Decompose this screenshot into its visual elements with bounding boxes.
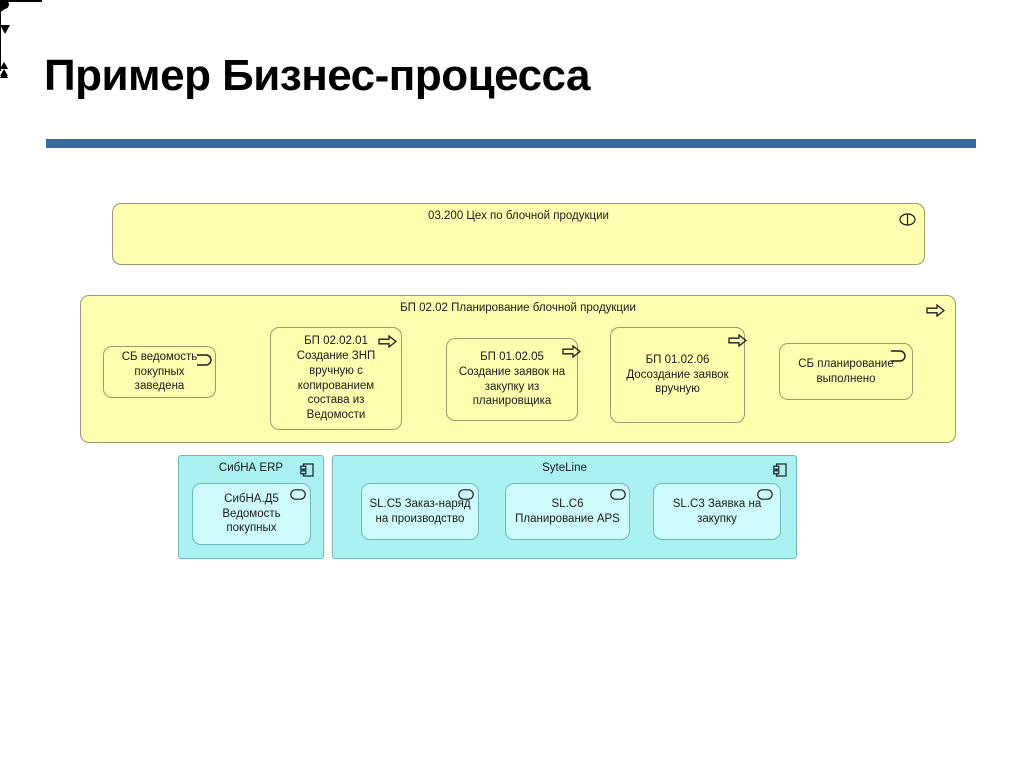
node-label: СибНА.Д5 Ведомость покупных [222, 492, 281, 535]
process-group-label: БП 02.02 Планирование блочной продукции [400, 302, 636, 314]
node-label: БП 02.02.01 Создание ЗНП вручную с копир… [296, 335, 376, 421]
page-title: Пример Бизнес-процесса [44, 51, 591, 100]
system-group-label: SyteLine [542, 462, 587, 474]
connector-flow-4 [0, 0, 24, 12]
node-event-start[interactable]: СБ ведомость покупных заведена [103, 346, 216, 398]
assignment-arrowhead [0, 25, 10, 34]
org-unit-group[interactable]: 03.200 Цех по блочной продукции [112, 203, 925, 265]
node-label: SL.C3 Заявка на закупку [672, 497, 762, 525]
node-sl-c6[interactable]: SL.C6 Планирование APS [505, 483, 630, 540]
node-label: SL.C6 Планирование APS [515, 497, 620, 525]
flow-arrowhead [0, 1, 8, 12]
application-service-icon [757, 489, 773, 500]
process-arrow-icon [926, 304, 945, 317]
application-service-icon [290, 489, 306, 500]
event-icon [890, 350, 907, 362]
process-arrow-icon [378, 335, 397, 348]
serving-line [0, 0, 2, 69]
application-component-icon [773, 463, 787, 477]
system-group-label: СибНА ERP [218, 462, 284, 474]
serving-arrowhead [0, 62, 8, 69]
node-bp-01-02-06[interactable]: БП 01.02.06 Досоздание заявок вручную [610, 327, 745, 423]
node-label: БП 01.02.06 Досоздание заявок вручную [626, 353, 729, 396]
process-arrow-icon [728, 334, 747, 347]
node-bp-01-02-05[interactable]: БП 01.02.05 Создание заявок на закупку и… [446, 338, 578, 421]
node-label: SL.C5 Заказ-наряд на производство [369, 497, 471, 525]
flow-line [0, 0, 24, 2]
node-bp-02-02-01[interactable]: БП 02.02.01 Создание ЗНП вручную с копир… [270, 327, 402, 430]
org-unit-label: 03.200 Цех по блочной продукции [428, 210, 609, 222]
application-component-icon [300, 463, 314, 477]
application-service-icon [610, 489, 626, 500]
event-icon [196, 354, 213, 366]
connector-serve-4 [0, 0, 8, 76]
node-sl-c3[interactable]: SL.C3 Заявка на закупку [653, 483, 781, 540]
node-label: СБ ведомость покупных заведена [121, 350, 198, 393]
actor-role-icon [899, 213, 916, 226]
node-sibna-d5[interactable]: СибНА.Д5 Ведомость покупных [192, 483, 311, 545]
process-arrow-icon [562, 345, 581, 358]
title-divider [46, 139, 976, 148]
node-label: СБ планирование выполнено [798, 357, 894, 385]
application-service-icon [458, 489, 474, 500]
serving-arrowhead [0, 69, 8, 76]
node-label: БП 01.02.05 Создание заявок на закупку и… [458, 351, 566, 408]
node-event-end[interactable]: СБ планирование выполнено [779, 343, 913, 400]
